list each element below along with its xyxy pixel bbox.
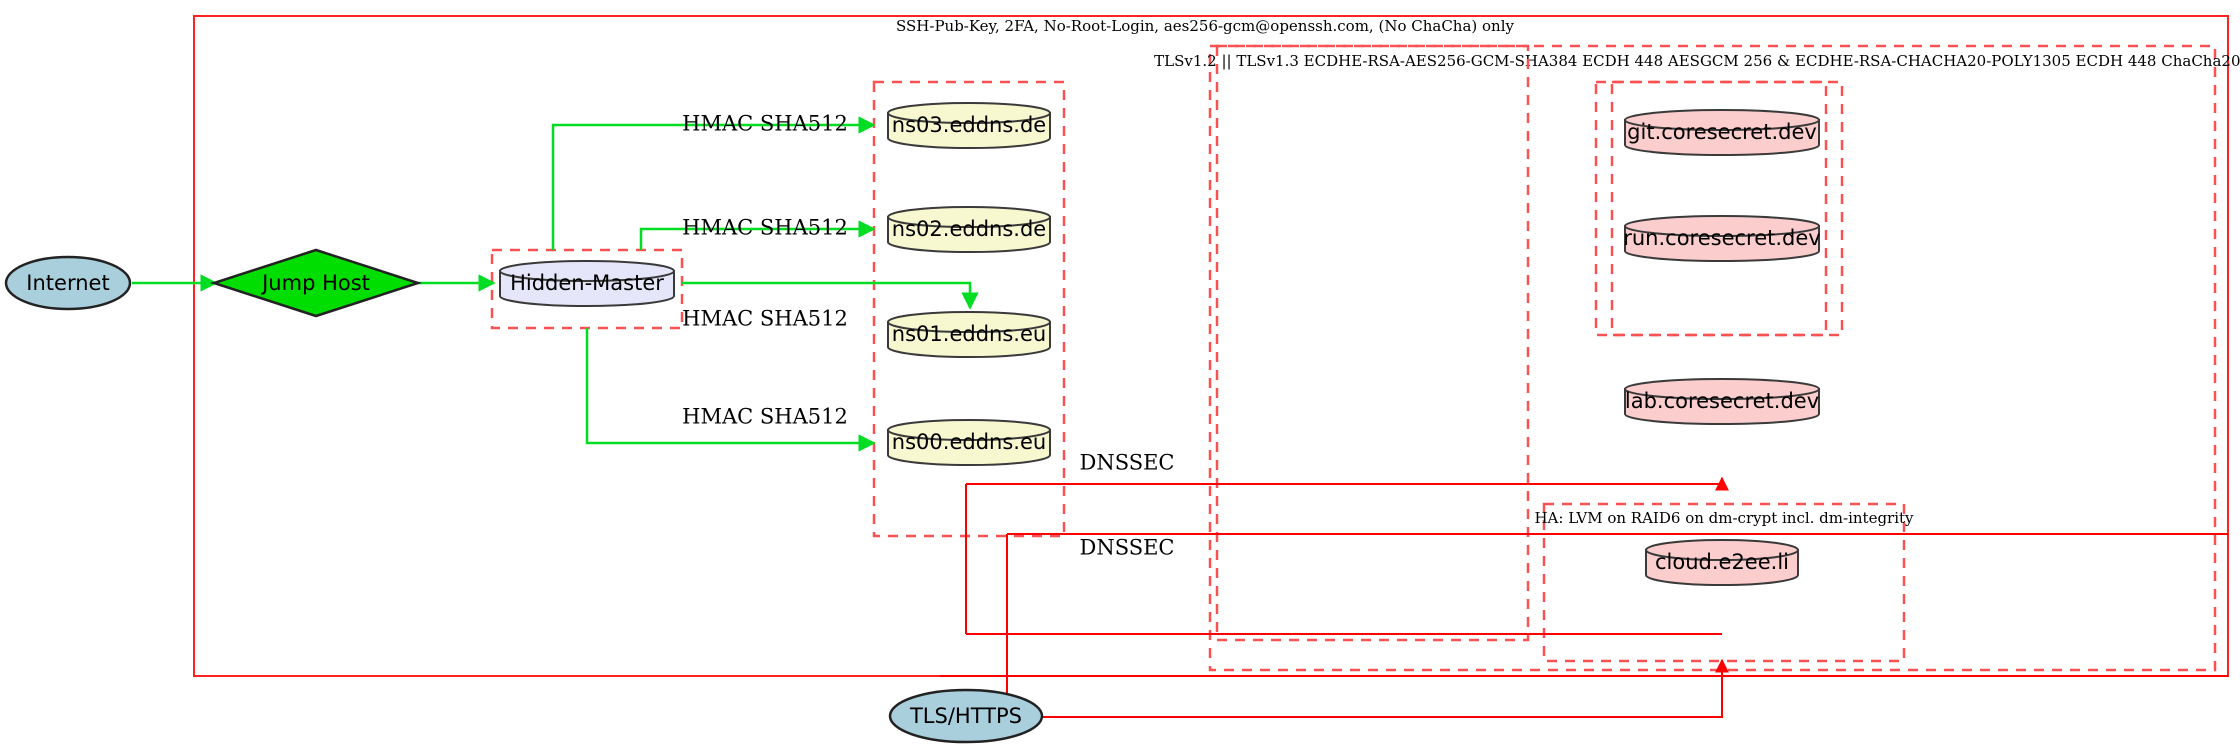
node-hidden-master-label: Hidden-Master	[510, 271, 664, 295]
tls-cluster-boundary	[1208, 44, 2217, 672]
node-cloud-e2ee[interactable]: cloud.e2ee.li	[1645, 539, 1799, 586]
edge-hiddenmaster-to-ns01	[682, 281, 979, 310]
tls-cluster-label: TLSv1.2 || TLSv1.3 ECDHE-RSA-AES256-GCM-…	[1154, 52, 2240, 70]
node-ns03[interactable]: ns03.eddns.de	[887, 102, 1051, 149]
edge-label-hmac-ns01: HMAC SHA512	[682, 307, 848, 331]
node-tls-https-label: TLS/HTTPS	[909, 704, 1022, 728]
ha-cluster-boundary	[1542, 502, 1906, 663]
nameserver-zone-boundary	[872, 80, 1066, 538]
edge-hiddenmaster-to-ns00	[585, 328, 876, 452]
node-run-label: run.coresecret.dev	[1623, 226, 1821, 250]
ha-cluster-label: HA: LVM on RAID6 on dm-crypt incl. dm-in…	[1534, 509, 1914, 527]
node-ns03-label: ns03.eddns.de	[892, 113, 1046, 137]
node-lab-coresecret[interactable]: lab.coresecret.dev	[1624, 378, 1820, 425]
node-internet-label: Internet	[26, 271, 109, 295]
edge-label-dnssec-upper: DNSSEC	[1079, 451, 1174, 475]
node-git-label: git.coresecret.dev	[1627, 120, 1817, 144]
node-ns00[interactable]: ns00.eddns.eu	[887, 419, 1051, 466]
node-lab-label: lab.coresecret.dev	[1625, 389, 1819, 413]
edge-dnssec-upper	[966, 476, 1729, 491]
edge-hiddenmaster-to-ns03	[551, 116, 876, 250]
node-ns02[interactable]: ns02.eddns.de	[887, 206, 1051, 253]
node-ns02-label: ns02.eddns.de	[892, 217, 1046, 241]
edge-label-hmac-ns03: HMAC SHA512	[682, 112, 848, 136]
ssh-cluster-label: SSH-Pub-Key, 2FA, No-Root-Login, aes256-…	[896, 17, 1515, 35]
node-tls-https[interactable]: TLS/HTTPS	[888, 688, 1044, 744]
node-ns00-label: ns00.eddns.eu	[892, 430, 1046, 454]
node-internet[interactable]: Internet	[4, 255, 132, 311]
node-run-coresecret[interactable]: run.coresecret.dev	[1623, 215, 1821, 262]
edge-label-hmac-ns00: HMAC SHA512	[682, 405, 848, 429]
node-jump-host[interactable]: Jump Host	[209, 248, 423, 318]
node-ns01[interactable]: ns01.eddns.eu	[887, 311, 1051, 358]
edge-label-dnssec-lower: DNSSEC	[1079, 536, 1174, 560]
dnssec-cluster-boundary	[1215, 44, 1530, 642]
node-cloud-label: cloud.e2ee.li	[1655, 550, 1789, 574]
coresecret-outer-boundary	[1610, 80, 1844, 337]
node-ns01-label: ns01.eddns.eu	[892, 322, 1046, 346]
edge-tlshttps-to-cloud	[1040, 658, 1729, 718]
edge-hiddenmaster-to-ns02	[639, 220, 876, 250]
node-jump-host-label: Jump Host	[260, 271, 370, 295]
edge-label-hmac-ns02: HMAC SHA512	[682, 216, 848, 240]
node-hidden-master[interactable]: Hidden-Master	[499, 260, 675, 307]
node-git-coresecret[interactable]: git.coresecret.dev	[1624, 109, 1820, 156]
